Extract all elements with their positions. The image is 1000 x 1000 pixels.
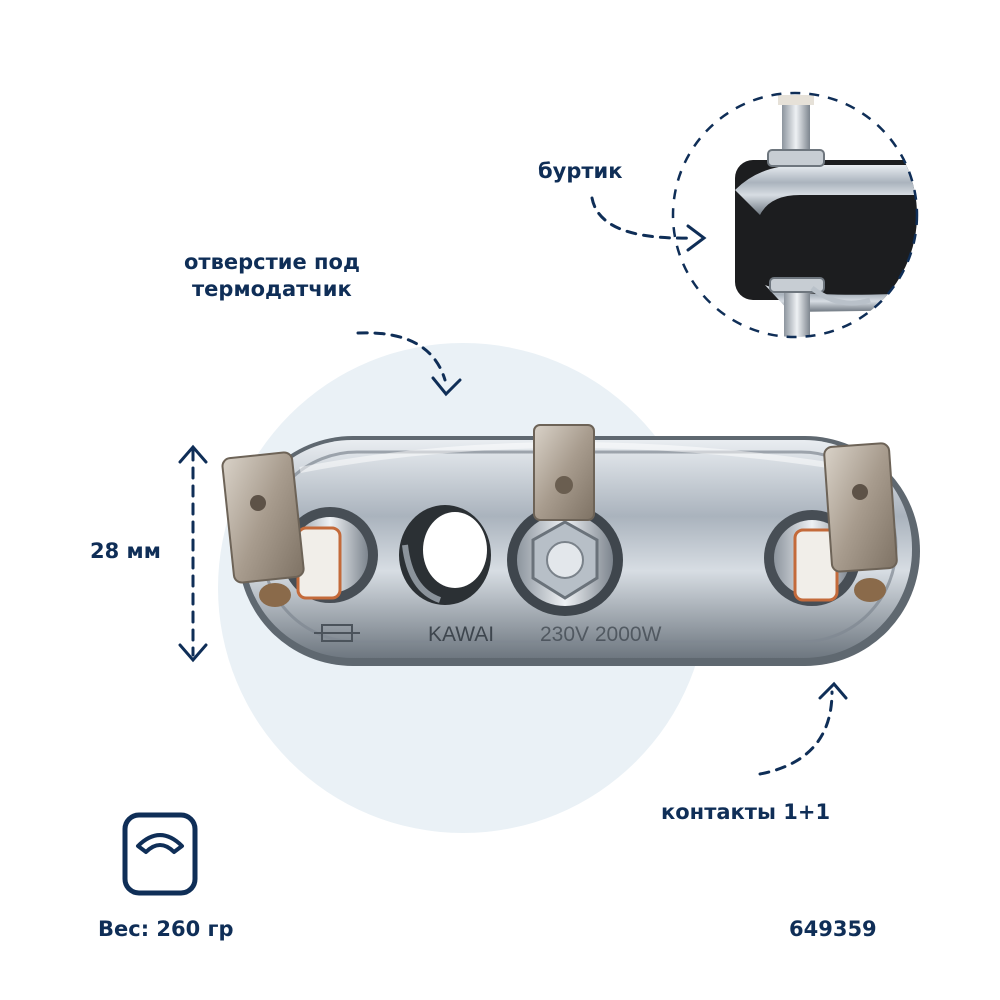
center-bolt — [507, 424, 623, 616]
size-label: 28 мм — [78, 538, 175, 565]
product-code: 649359 — [789, 917, 877, 941]
marking-text: 230V 2000W — [540, 623, 662, 646]
sensor-hole-label-line1: отверстие под — [184, 250, 360, 274]
sensor-hole-label: отверстие под термодатчик — [172, 249, 374, 303]
burtik-label: буртик — [526, 158, 637, 185]
sensor-hole — [399, 505, 491, 605]
sensor-hole-label-line2: термодатчик — [192, 277, 352, 301]
size-arrow-icon — [178, 444, 208, 663]
zoom-circle-outline — [671, 91, 919, 339]
zoom-detail — [673, 93, 917, 337]
scale-icon — [122, 812, 198, 896]
weight-label: Вес: 260 гр — [98, 917, 234, 941]
left-terminal — [221, 451, 378, 607]
dashed-arrow-icon — [356, 196, 848, 776]
brand-text: KAWAI — [428, 623, 494, 646]
engraving: KAWAI 230V 2000W — [314, 623, 662, 646]
right-terminal — [764, 442, 898, 606]
contacts-label: контакты 1+1 — [661, 800, 831, 824]
